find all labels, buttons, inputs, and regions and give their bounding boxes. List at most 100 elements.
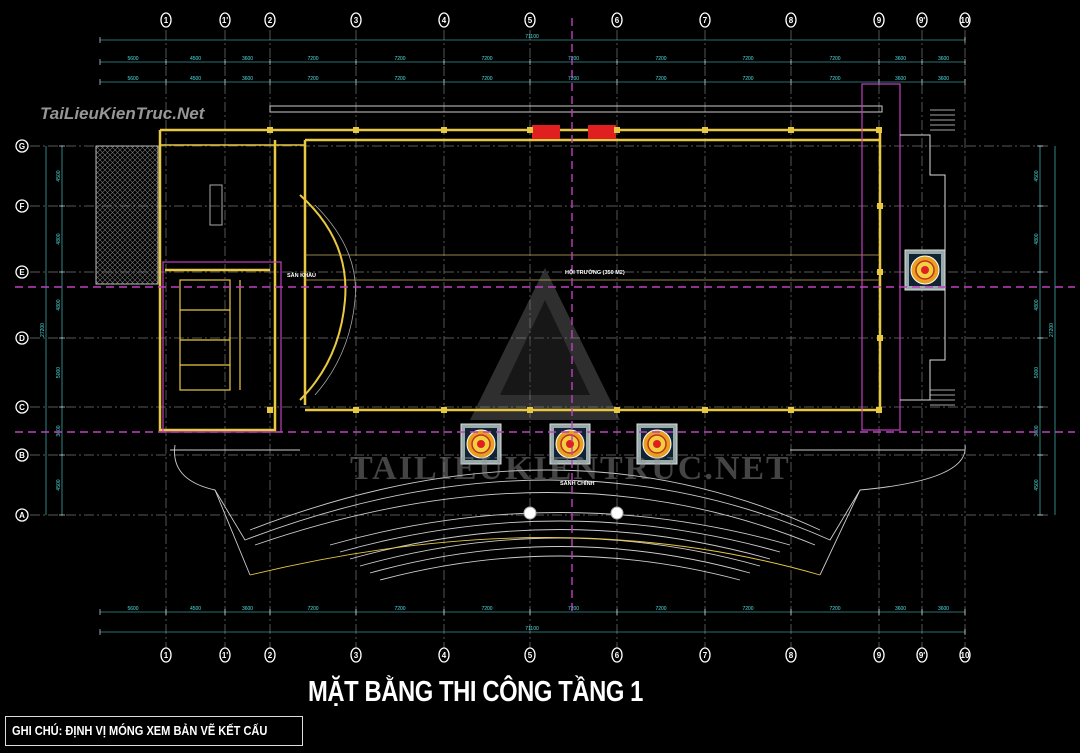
- dimension-value: 4800: [56, 299, 62, 310]
- dimension-value: 4500: [190, 56, 201, 62]
- axis-label: 8: [789, 16, 794, 25]
- column: [353, 407, 359, 413]
- dimension-value: 3600: [1034, 425, 1040, 436]
- axis-bubble: [264, 647, 276, 663]
- axis-bubble: [524, 647, 536, 663]
- axis-label: 10: [961, 16, 970, 25]
- axis-bubble: [15, 199, 29, 213]
- dimension-value: 3600: [895, 56, 906, 62]
- ornament-tile: [904, 249, 946, 291]
- dimension-total: 27200: [1049, 323, 1055, 337]
- front-column-left: [523, 506, 537, 520]
- dimension-value: 7200: [481, 76, 492, 82]
- column: [614, 127, 620, 133]
- column: [788, 407, 794, 413]
- axis-label: 9: [877, 651, 882, 660]
- axis-label: G: [19, 142, 25, 151]
- watermark-logo-triangle: [470, 268, 620, 420]
- axis-bubble: [350, 647, 362, 663]
- axis-bubble: [15, 331, 29, 345]
- axis-label: 7: [703, 651, 708, 660]
- hall-inner-lines: [305, 254, 880, 281]
- axis-label: B: [19, 451, 25, 460]
- axis-bubble: [699, 647, 711, 663]
- column: [702, 127, 708, 133]
- axis-bubble: [264, 12, 276, 28]
- dimension-value: 3600: [895, 606, 906, 612]
- dimension-value: 4500: [1034, 170, 1040, 181]
- floor-ornament-tiles: [460, 249, 946, 465]
- axis-bubble: [873, 12, 885, 28]
- dimension-value: 7200: [394, 76, 405, 82]
- tile-center: [921, 266, 929, 274]
- dimension-value: 3600: [242, 56, 253, 62]
- stair-treads: [930, 109, 955, 406]
- column: [353, 127, 359, 133]
- axis-bubble: [524, 12, 536, 28]
- column: [267, 127, 273, 133]
- tile-center: [653, 440, 661, 448]
- dimension-value: 7200: [481, 56, 492, 62]
- axis-bubble: [15, 139, 29, 153]
- axis-label: A: [19, 511, 25, 520]
- front-steps: [170, 444, 966, 581]
- note-box: GHI CHÚ: ĐỊNH VỊ MÓNG XEM BẢN VẼ KẾT CẤU: [5, 716, 303, 746]
- dimension-value: 5600: [127, 606, 138, 612]
- axis-bubble: [916, 12, 928, 28]
- axis-label: 1: [164, 16, 169, 25]
- dimension-total: 71100: [525, 34, 539, 40]
- dimension-value: 7200: [307, 606, 318, 612]
- axis-label: C: [19, 403, 25, 412]
- ornament-tile: [636, 423, 678, 465]
- column: [876, 127, 882, 133]
- stage-curve: [299, 194, 347, 401]
- column: [441, 127, 447, 133]
- axis-bubble: [699, 12, 711, 28]
- dimension-value: 5600: [127, 76, 138, 82]
- dimension-value: 7200: [829, 56, 840, 62]
- axis-label: 9': [919, 16, 925, 25]
- ornament-tile: [460, 423, 502, 465]
- axis-bubble: [15, 448, 29, 462]
- room-label-hall: HỘI TRƯỜNG (350 M2): [565, 268, 625, 276]
- dimension-value: 4800: [56, 233, 62, 244]
- column: [702, 407, 708, 413]
- axis-label: 10: [961, 651, 970, 660]
- hatched-area: [95, 145, 159, 285]
- axis-label: 8: [789, 651, 794, 660]
- axis-bubble: [611, 647, 623, 663]
- tile-center: [566, 440, 574, 448]
- axis-bubble: [873, 647, 885, 663]
- dimension-value: 7200: [829, 76, 840, 82]
- dimension-value: 7200: [568, 56, 579, 62]
- axis-label: 5: [528, 651, 533, 660]
- drawing-title: MẶT BẰNG THI CÔNG TẦNG 1: [308, 676, 643, 708]
- structural-columns: [267, 127, 883, 413]
- axis-bubble: [959, 647, 971, 663]
- column: [876, 407, 882, 413]
- axis-label: E: [19, 268, 25, 277]
- axis-label: 4: [442, 16, 447, 25]
- dimension-value: 3600: [895, 76, 906, 82]
- dimension-value: 4500: [56, 170, 62, 181]
- axis-label: 6: [615, 651, 620, 660]
- dimension-lines: 71100 5600 4500 3600 7200 7200 7200 7200 7200 720…: [40, 34, 1056, 635]
- dimension-value: 5000: [56, 367, 62, 378]
- dimension-value: 7200: [655, 606, 666, 612]
- column: [527, 407, 533, 413]
- axis-label: F: [20, 202, 25, 211]
- axis-label: 3: [354, 16, 359, 25]
- column: [877, 269, 883, 275]
- column: [877, 335, 883, 341]
- dimension-value: 4500: [190, 606, 201, 612]
- axis-bubble: [785, 647, 797, 663]
- dimension-value: 7200: [742, 56, 753, 62]
- dimension-value: 7200: [394, 56, 405, 62]
- dimension-value: 3600: [242, 76, 253, 82]
- axis-bubble: [785, 12, 797, 28]
- axis-label: 7: [703, 16, 708, 25]
- dimension-value: 4500: [190, 76, 201, 82]
- column: [877, 203, 883, 209]
